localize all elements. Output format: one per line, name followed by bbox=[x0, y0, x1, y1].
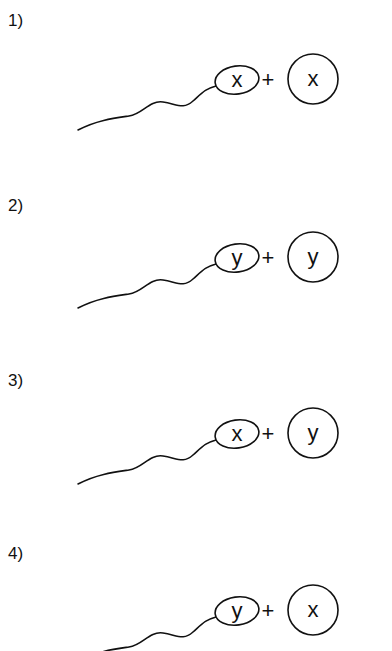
chromosome-letter: y bbox=[232, 600, 243, 622]
egg-shape bbox=[288, 54, 338, 104]
sperm-head: y bbox=[214, 243, 260, 273]
egg-cell: y bbox=[287, 407, 339, 459]
chromosome-letter: y bbox=[308, 422, 319, 444]
egg-shape bbox=[288, 408, 338, 458]
chromosome-letter: x bbox=[308, 599, 319, 621]
row-number: 4) bbox=[8, 545, 23, 562]
egg-shape bbox=[288, 232, 338, 282]
chromosome-letter: x bbox=[232, 423, 243, 445]
sperm-head-shape bbox=[213, 417, 260, 451]
egg-shape bbox=[288, 585, 338, 635]
plus-sign: + bbox=[262, 247, 275, 269]
sperm-head-shape bbox=[213, 63, 260, 97]
row-number: 3) bbox=[8, 372, 23, 389]
egg-cell: x bbox=[287, 584, 339, 636]
sperm-tail bbox=[78, 264, 216, 308]
chromosome-letter: y bbox=[232, 247, 243, 269]
sperm-head: x bbox=[214, 65, 260, 95]
chromosome-letter: x bbox=[232, 69, 243, 91]
egg-cell: y bbox=[287, 231, 339, 283]
sperm-head: y bbox=[214, 596, 260, 626]
sperm-head-shape bbox=[213, 241, 260, 275]
plus-sign: + bbox=[262, 69, 275, 91]
sperm-tail bbox=[78, 440, 216, 484]
sperm-head-shape bbox=[213, 594, 260, 628]
row-number: 1) bbox=[8, 12, 23, 29]
egg-cell: x bbox=[287, 53, 339, 105]
sperm-head: x bbox=[214, 419, 260, 449]
sperm-tail bbox=[78, 86, 216, 130]
row-number: 2) bbox=[8, 197, 23, 214]
plus-sign: + bbox=[262, 423, 275, 445]
sperm-tail bbox=[78, 617, 216, 651]
chromosome-letter: y bbox=[308, 246, 319, 268]
chromosome-letter: x bbox=[308, 68, 319, 90]
plus-sign: + bbox=[262, 600, 275, 622]
